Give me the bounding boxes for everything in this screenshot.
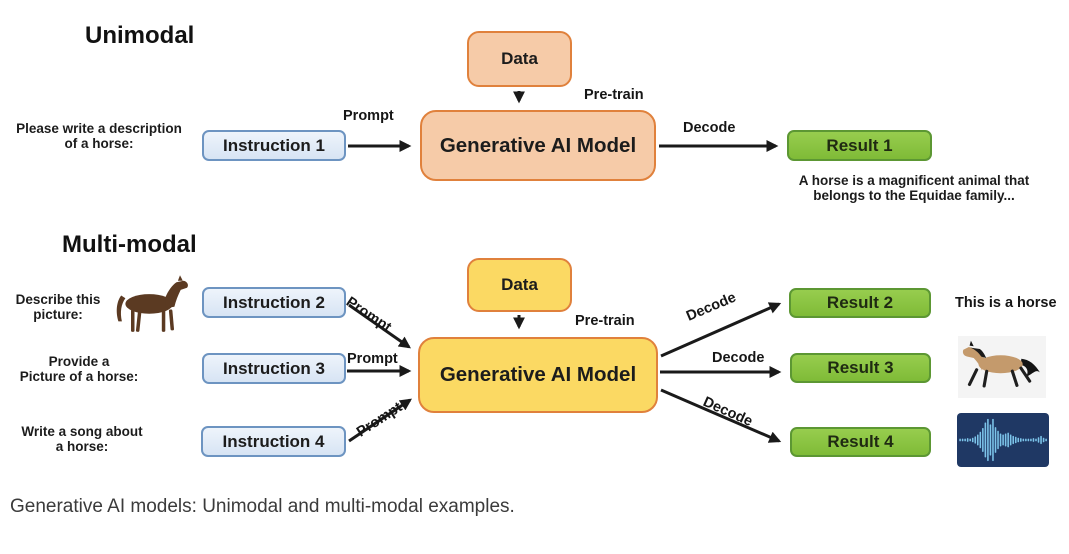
instruction-4-label: Instruction 4 <box>222 431 325 451</box>
instruction-2-label: Instruction 2 <box>222 292 325 312</box>
decode-label-4: Decode <box>700 394 755 430</box>
generative-ai-model-box-multimodal: Generative AI Model <box>418 337 658 413</box>
model-label-unimodal: Generative AI Model <box>439 133 637 157</box>
running-horse-icon <box>958 336 1046 398</box>
result-2-label: Result 2 <box>826 293 894 312</box>
standing-horse-icon <box>110 274 194 338</box>
waveform-bars <box>959 418 1047 462</box>
instruction-4-box: Instruction 4 <box>201 426 346 457</box>
data-box-multimodal: Data <box>467 258 572 312</box>
pretrain-label-unimodal: Pre-train <box>584 87 644 103</box>
multimodal-heading: Multi-modal <box>62 231 197 258</box>
result-1-box: Result 1 <box>787 130 932 161</box>
unimodal-input-label: Please write a description of a horse: <box>16 121 182 151</box>
prompt-label-4: Prompt <box>354 399 406 441</box>
result-3-label: Result 3 <box>827 358 894 377</box>
multimodal-input-label-1: Describe this picture: <box>15 292 101 322</box>
model-label-multimodal: Generative AI Model <box>439 363 637 386</box>
figure-caption: Generative AI models: Unimodal and multi… <box>10 496 515 517</box>
prompt-label-2: Prompt <box>343 294 395 336</box>
instruction-1-label: Instruction 1 <box>222 135 325 155</box>
multimodal-input-label-2: Provide a Picture of a horse: <box>19 354 139 384</box>
instruction-1-box: Instruction 1 <box>202 130 346 161</box>
data-label-multimodal: Data <box>501 275 538 294</box>
unimodal-heading: Unimodal <box>85 22 195 49</box>
prompt-label-3: Prompt <box>347 351 398 367</box>
result-3-box: Result 3 <box>790 353 931 383</box>
decode-label-1: Decode <box>683 120 736 136</box>
instruction-3-box: Instruction 3 <box>202 353 346 384</box>
result-4-label: Result 4 <box>827 432 894 451</box>
result-2-box: Result 2 <box>789 288 931 318</box>
generative-ai-model-box-unimodal: Generative AI Model <box>420 110 656 181</box>
decode-label-3: Decode <box>712 350 765 366</box>
audio-waveform-icon <box>957 413 1049 467</box>
unimodal-output-text: A horse is a magnificent animal that bel… <box>798 173 1030 203</box>
prompt-label-1: Prompt <box>343 108 394 124</box>
instruction-3-label: Instruction 3 <box>222 358 325 378</box>
result-4-box: Result 4 <box>790 427 931 457</box>
result-2-output-text: This is a horse <box>955 295 1057 311</box>
result-1-label: Result 1 <box>826 135 893 155</box>
data-box-unimodal: Data <box>467 31 572 87</box>
multimodal-input-label-3: Write a song about a horse: <box>21 424 143 454</box>
pretrain-label-multimodal: Pre-train <box>575 313 635 329</box>
decode-label-2: Decode <box>684 289 739 325</box>
instruction-2-box: Instruction 2 <box>202 287 346 318</box>
data-label-unimodal: Data <box>501 49 538 68</box>
